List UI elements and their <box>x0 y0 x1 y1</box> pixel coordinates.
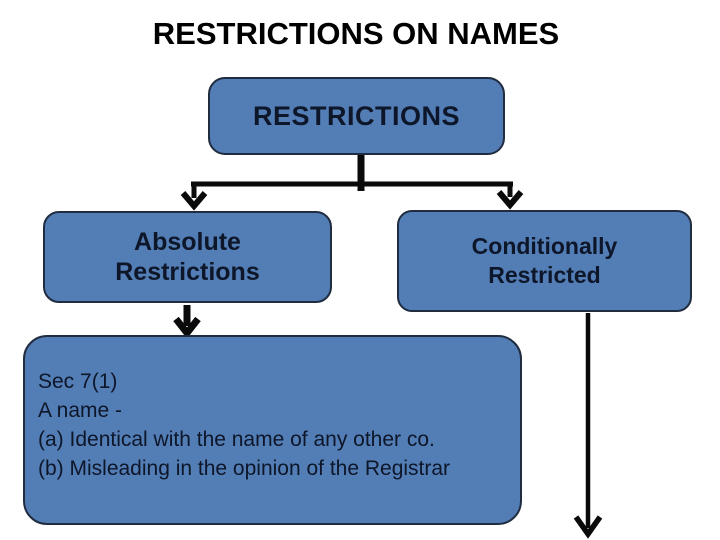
node-conditional-label-line2: Restricted <box>488 262 601 288</box>
absolute-to-detail-arrowhead-icon <box>173 316 201 339</box>
conditional-down-arrowhead-icon <box>573 515 603 539</box>
detail-line-1: Sec 7(1) <box>38 370 118 393</box>
slide-title: RESTRICTIONS ON NAMES <box>152 16 560 51</box>
branch-right-arrowhead-icon <box>496 190 524 210</box>
node-restrictions: RESTRICTIONS <box>208 77 505 155</box>
node-sec7-detail: Sec 7(1) A name - (a) Identical with the… <box>23 335 522 525</box>
branch-left-arrowhead-icon <box>180 191 208 211</box>
node-restrictions-label: RESTRICTIONS <box>252 100 460 131</box>
node-absolute-label-line2: Restrictions <box>115 258 260 286</box>
detail-line-2: A name - <box>38 399 123 422</box>
node-conditional-label-line1: Conditionally <box>471 233 618 259</box>
node-absolute-label-line1: Absolute <box>134 228 241 256</box>
detail-line-3: (a) Identical with the name of any other… <box>38 428 435 451</box>
node-absolute-restrictions: Absolute Restrictions <box>43 211 332 303</box>
node-conditionally-restricted: Conditionally Restricted <box>397 210 692 312</box>
detail-line-4: (b) Misleading in the opinion of the Reg… <box>38 457 451 480</box>
